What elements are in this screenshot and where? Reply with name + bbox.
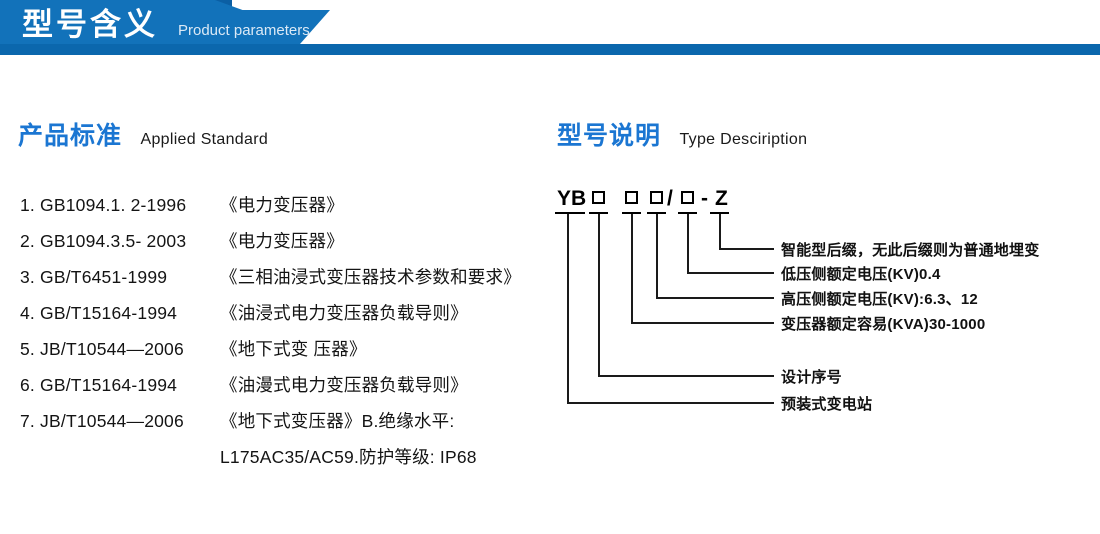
standard-item-code: 5. JB/T10544—2006 (20, 339, 184, 359)
leader-vline-3 (656, 214, 658, 299)
leader-vline-1 (719, 214, 721, 250)
standard-item-name: 《电力变压器》 (220, 195, 344, 215)
code-slash: / (667, 187, 673, 210)
standard-item: 2. GB1094.3.5- 2003 《电力变压器》 (20, 228, 540, 264)
standard-item-code: 7. JB/T10544—2006 (20, 411, 184, 431)
leader-label-prefab-substation: 预装式变电站 (781, 396, 873, 413)
code-underline-3 (622, 212, 641, 214)
standard-item-name: 《地下式变压器》B.绝缘水平: (220, 411, 455, 431)
standard-item: 1. GB1094.1. 2-1996 《电力变压器》 (20, 192, 540, 228)
standard-item-code: 4. GB/T15164-1994 (20, 303, 178, 323)
leader-hline-5 (598, 375, 774, 377)
leader-label-hv-rated-voltage: 高压侧额定电压(KV):6.3、12 (781, 291, 978, 308)
leader-vline-6 (567, 214, 569, 404)
code-underline-5 (678, 212, 697, 214)
code-dash: - (701, 187, 708, 210)
header-title-en: Product parameters (178, 22, 310, 39)
code-underline-1 (555, 212, 585, 214)
header-ribbon (0, 10, 330, 44)
page-header: 型号含义 Product parameters (0, 0, 1100, 56)
standard-item-name: 《电力变压器》 (220, 231, 344, 251)
standard-item-code: 6. GB/T15164-1994 (20, 375, 178, 395)
section-heading-type-en: Type Desciription (679, 131, 808, 148)
code-underline-2 (589, 212, 608, 214)
standard-item: 7. JB/T10544—2006 《地下式变压器》B.绝缘水平: (20, 408, 540, 444)
leader-label-lv-rated-voltage: 低压侧额定电压(KV)0.4 (781, 266, 941, 283)
leader-vline-2 (687, 214, 689, 274)
code-underline-6 (710, 212, 729, 214)
code-box-4 (681, 191, 694, 204)
type-code-diagram: YB / - Z 智能型后缀，无此后缀则为普通地埋变 低压侧额定电压(KV)0.… (545, 188, 1090, 438)
code-underline-4 (647, 212, 666, 214)
section-heading-type-description: 型号说明 Type Desciription (557, 116, 807, 152)
standard-item-code: 3. GB/T6451-1999 (20, 267, 168, 287)
standard-item-code: 1. GB1094.1. 2-1996 (20, 195, 187, 215)
standard-item: 3. GB/T6451-1999 《三相油浸式变压器技术参数和要求》 (20, 264, 540, 300)
section-heading-standard-en: Applied Standard (140, 131, 269, 148)
leader-label-intelligent-suffix: 智能型后缀，无此后缀则为普通地埋变 (781, 242, 1040, 259)
applied-standard-list: 1. GB1094.1. 2-1996 《电力变压器》 2. GB1094.3.… (20, 192, 540, 480)
header-bottom-bar (0, 44, 1100, 55)
standard-item-name: 《三相油浸式变压器技术参数和要求》 (220, 267, 521, 287)
code-box-1 (592, 191, 605, 204)
code-prefix-yb: YB (557, 187, 587, 210)
standard-item-continuation: L175AC35/AC59.防护等级: IP68 (220, 447, 477, 467)
code-box-2 (625, 191, 638, 204)
leader-vline-4 (631, 214, 633, 324)
section-heading-standard-cn: 产品标准 (18, 122, 123, 150)
standard-item: 6. GB/T15164-1994 《油漫式电力变压器负载导则》 (20, 372, 540, 408)
leader-hline-4 (631, 322, 774, 324)
leader-hline-3 (656, 297, 774, 299)
leader-label-rated-capacity: 变压器额定容易(KVA)30-1000 (781, 316, 986, 333)
header-title-cn: 型号含义 (22, 7, 158, 42)
standard-item: 5. JB/T10544—2006 《地下式变 压器》 (20, 336, 540, 372)
header-ribbon-notch (0, 0, 248, 12)
standard-item-name: 《地下式变 压器》 (220, 339, 367, 359)
standard-item: 4. GB/T15164-1994 《油浸式电力变压器负载导则》 (20, 300, 540, 336)
standard-item-name: 《油浸式电力变压器负载导则》 (220, 303, 468, 323)
leader-hline-6 (567, 402, 774, 404)
section-heading-applied-standard: 产品标准 Applied Standard (18, 116, 268, 152)
standard-item-code: 2. GB1094.3.5- 2003 (20, 231, 187, 251)
leader-vline-5 (598, 214, 600, 377)
leader-hline-2 (687, 272, 774, 274)
section-heading-type-cn: 型号说明 (557, 122, 662, 150)
leader-hline-1 (719, 248, 774, 250)
leader-label-design-serial-number: 设计序号 (781, 369, 842, 386)
code-suffix-z: Z (715, 187, 728, 210)
code-box-3 (650, 191, 663, 204)
standard-item-name: 《油漫式电力变压器负载导则》 (220, 375, 468, 395)
